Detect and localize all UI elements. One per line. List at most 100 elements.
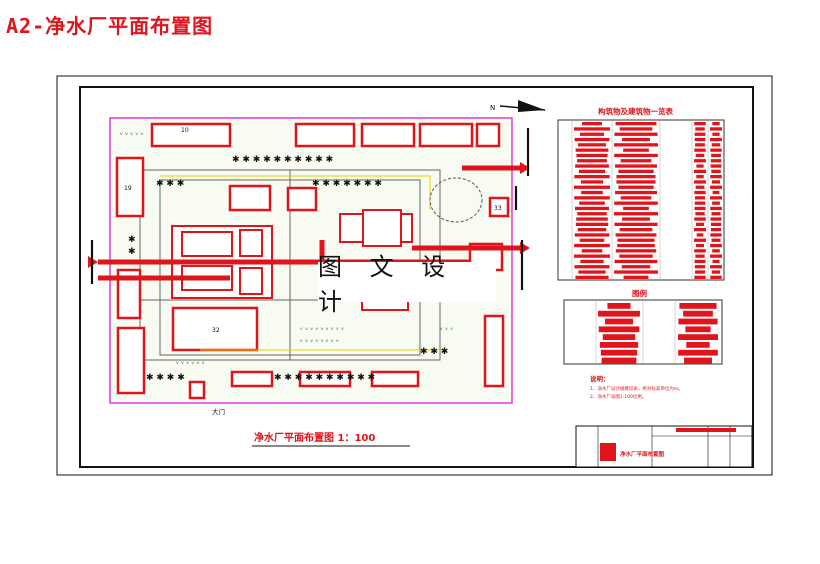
table-cell-mark xyxy=(710,222,722,226)
table-cell-mark xyxy=(694,148,706,152)
table-cell-mark xyxy=(575,164,609,168)
table-cell-mark xyxy=(684,357,712,364)
table-cell-mark xyxy=(581,190,603,195)
building xyxy=(298,370,352,388)
table-cell-mark xyxy=(712,122,720,126)
building xyxy=(286,186,318,212)
table-cell-mark xyxy=(619,254,653,258)
table-cell-mark xyxy=(695,196,705,200)
svg-text:✱ ✱ ✱ ✱ ✱ ✱ ✱: ✱ ✱ ✱ ✱ ✱ ✱ ✱ xyxy=(312,179,382,189)
table-cell-mark xyxy=(614,259,658,264)
table-cell-mark xyxy=(710,164,722,168)
table-cell-mark xyxy=(580,259,604,264)
svg-text:✱: ✱ xyxy=(128,235,136,245)
table-cell-mark xyxy=(618,185,654,189)
building xyxy=(418,122,474,148)
table-cell-mark xyxy=(695,270,705,274)
table-cell-mark xyxy=(694,132,706,136)
table-cell-mark xyxy=(710,185,722,189)
table-cell-mark xyxy=(694,201,706,205)
table-cell-mark xyxy=(695,212,705,216)
table-cell-mark xyxy=(711,143,721,147)
drawing-title: 净水厂平面布置图 1：100 xyxy=(254,431,375,444)
table-cell-mark xyxy=(575,222,609,226)
table-cell-mark xyxy=(602,334,636,340)
table-cell-mark xyxy=(710,275,722,279)
table-cell-mark xyxy=(616,180,656,184)
table-cell-mark xyxy=(679,303,717,309)
table-cell-mark xyxy=(710,265,722,269)
table-cell-mark xyxy=(620,196,652,200)
table-cell-mark xyxy=(694,190,706,195)
table-cell-mark xyxy=(579,201,605,205)
table-cell-mark xyxy=(678,318,718,325)
table-cell-mark xyxy=(582,122,602,126)
table-cell-mark xyxy=(575,275,609,279)
table-cell-mark xyxy=(599,342,639,348)
table-cell-mark xyxy=(579,238,605,242)
legend: 图例 xyxy=(563,288,723,365)
svg-text:✱ ✱ ✱ ✱: ✱ ✱ ✱ ✱ xyxy=(146,373,185,383)
table-cell-mark xyxy=(623,275,649,279)
table-cell-mark xyxy=(574,185,610,189)
table-cell-mark xyxy=(623,148,649,152)
table-cell-mark xyxy=(616,175,656,179)
gate-label: 大门 xyxy=(212,407,225,416)
table-cell-mark xyxy=(696,243,704,248)
table-cell-mark xyxy=(614,143,658,147)
building xyxy=(228,184,272,212)
table-cell-mark xyxy=(694,159,706,163)
table-cell-mark xyxy=(615,122,657,126)
table-cell-mark xyxy=(601,357,637,364)
table-cell-mark xyxy=(574,254,610,258)
svg-text:ᵥ ᵥ ᵥ ᵥ ᵥ ᵥ: ᵥ ᵥ ᵥ ᵥ ᵥ ᵥ xyxy=(176,358,205,366)
table-cell-mark xyxy=(711,169,721,173)
table-cell-mark xyxy=(574,233,610,237)
building xyxy=(115,156,145,218)
north-arrow-icon: N xyxy=(490,100,546,112)
building xyxy=(294,122,356,148)
table-cell-mark xyxy=(614,132,658,136)
table-cell-mark xyxy=(617,243,655,248)
plot-number: 10 xyxy=(181,127,189,134)
building xyxy=(116,268,142,320)
table-cell-mark xyxy=(710,127,722,131)
table-cell-mark xyxy=(576,217,608,221)
table-cell-mark xyxy=(694,238,706,242)
table-cell-mark xyxy=(614,270,658,274)
table-cell-mark xyxy=(711,153,721,158)
table-cell-mark xyxy=(600,349,638,356)
table-cell-mark xyxy=(696,222,704,226)
table-cell-mark xyxy=(694,206,706,211)
table-cell-mark xyxy=(622,137,650,142)
building xyxy=(370,370,420,388)
table-cell-mark xyxy=(578,270,606,274)
table-cell-mark xyxy=(615,190,657,195)
table-cell-mark xyxy=(575,148,609,152)
table-cell-mark xyxy=(615,164,657,168)
table-cell-mark xyxy=(577,159,607,163)
table-cell-mark xyxy=(694,259,706,264)
table-cell-mark xyxy=(710,233,722,237)
table-cell-mark xyxy=(578,169,606,173)
table-cell-mark xyxy=(710,148,722,152)
building xyxy=(488,196,510,218)
table-cell-mark xyxy=(685,326,711,333)
svg-text:ᵥ ᵥ ᵥ ᵥ ᵥ ᵥ ᵥ ᵥ ᵥ: ᵥ ᵥ ᵥ ᵥ ᵥ ᵥ ᵥ ᵥ ᵥ xyxy=(300,324,344,332)
building xyxy=(150,122,232,148)
svg-text:ᵥ ᵥ ᵥ ᵥ ᵥ ᵥ ᵥ ᵥ: ᵥ ᵥ ᵥ ᵥ ᵥ ᵥ ᵥ ᵥ xyxy=(300,336,339,344)
table-cell-mark xyxy=(694,265,706,269)
notes: 说明： 1、净水厂设计规模见表，绝对标高单位为m。 2、净水厂总图1:100比例… xyxy=(590,374,683,400)
svg-text:✱ ✱ ✱: ✱ ✱ ✱ xyxy=(156,179,184,189)
svg-text:2、净水厂总图1:100比例。: 2、净水厂总图1:100比例。 xyxy=(590,393,646,400)
table-cell-mark xyxy=(683,310,713,317)
building xyxy=(483,314,505,388)
svg-text:ᵥ ᵥ ᵥ: ᵥ ᵥ ᵥ xyxy=(440,324,453,332)
table-cell-mark xyxy=(695,185,705,189)
table-cell-mark xyxy=(710,254,722,258)
table-cell-mark xyxy=(576,153,608,158)
table-cell-mark xyxy=(696,175,704,179)
building xyxy=(188,380,206,400)
table-cell-mark xyxy=(712,249,720,253)
table-cell-mark xyxy=(694,122,706,126)
